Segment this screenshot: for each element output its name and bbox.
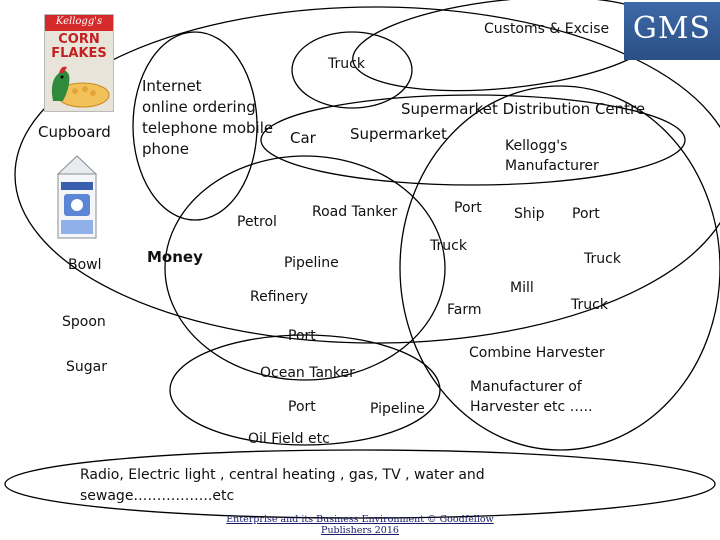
footer-line2: Publishers 2016 — [321, 525, 399, 536]
label-combine: Combine Harvester — [469, 345, 605, 361]
label-truck-right: Truck — [584, 251, 621, 267]
rooster-bowl-icon — [51, 66, 110, 108]
label-sugar: Sugar — [66, 359, 107, 375]
label-spoon: Spoon — [62, 314, 106, 330]
label-sewage: sewage……………..etc — [80, 488, 235, 504]
label-supermarket: Supermarket — [350, 125, 447, 143]
ellipse-bottom — [4, 449, 716, 519]
label-petrol: Petrol — [237, 214, 277, 230]
label-kelloggs: Kellogg's — [505, 138, 568, 154]
label-internet: Internet — [142, 77, 202, 95]
label-cupboard: Cupboard — [38, 123, 111, 141]
ellipse-internet — [132, 31, 258, 221]
box-brand: Kellogg's — [55, 16, 103, 27]
label-truck-top: Truck — [328, 56, 365, 72]
label-truck-mid: Truck — [430, 238, 467, 254]
label-car: Car — [290, 129, 316, 147]
ellipse-oil — [164, 155, 446, 381]
label-port-bottom: Port — [288, 399, 316, 415]
footer-line1: Enterprise and its Business Environment … — [226, 514, 494, 525]
label-pipeline-mid: Pipeline — [284, 255, 339, 271]
ellipse-truck-top — [291, 31, 413, 109]
label-oil-field: Oil Field etc — [248, 431, 330, 447]
ellipse-customs — [352, 0, 662, 92]
label-refinery: Refinery — [250, 289, 309, 305]
label-customs: Customs & Excise — [484, 21, 610, 37]
footer-credit: Enterprise and its Business Environment … — [225, 514, 495, 536]
label-manufacturer: Manufacturer — [505, 158, 599, 174]
label-manufacturer-of: Manufacturer of — [470, 379, 582, 395]
label-ship: Ship — [514, 206, 545, 222]
label-phone: phone — [142, 140, 189, 158]
logo-text: GMS — [632, 11, 712, 46]
ellipse-port-lower — [169, 334, 441, 446]
box-name-line1: CORN — [58, 32, 100, 47]
gms-logo: GMS — [624, 2, 720, 60]
label-port-right: Port — [572, 206, 600, 222]
box-name-line2: FLAKES — [51, 46, 107, 61]
milk-carton-image — [56, 155, 98, 239]
label-port-lower: Port — [288, 328, 316, 344]
label-supermarket-dc: Supermarket Distribution Centre — [401, 100, 646, 118]
label-pipeline-bottom: Pipeline — [370, 401, 425, 417]
label-mill: Mill — [510, 280, 534, 296]
label-bowl: Bowl — [68, 257, 102, 273]
ellipse-supermarket — [260, 94, 686, 186]
ellipse-farm — [399, 85, 720, 451]
label-telephone: telephone mobile — [142, 119, 274, 137]
label-truck-lower: Truck — [571, 297, 608, 313]
label-port-mid: Port — [454, 200, 482, 216]
ellipse-large-center — [14, 6, 720, 344]
label-ocean-tanker: Ocean Tanker — [260, 365, 355, 381]
label-farm: Farm — [447, 302, 482, 318]
label-harvester-etc: Harvester etc ….. — [470, 399, 593, 415]
label-radio: Radio, Electric light , central heating … — [80, 467, 485, 483]
label-road-tanker: Road Tanker — [312, 204, 398, 220]
label-money: Money — [147, 248, 203, 266]
label-online-ordering: online ordering — [142, 98, 256, 116]
cornflakes-box-image: Kellogg's CORN FLAKES — [44, 14, 114, 112]
